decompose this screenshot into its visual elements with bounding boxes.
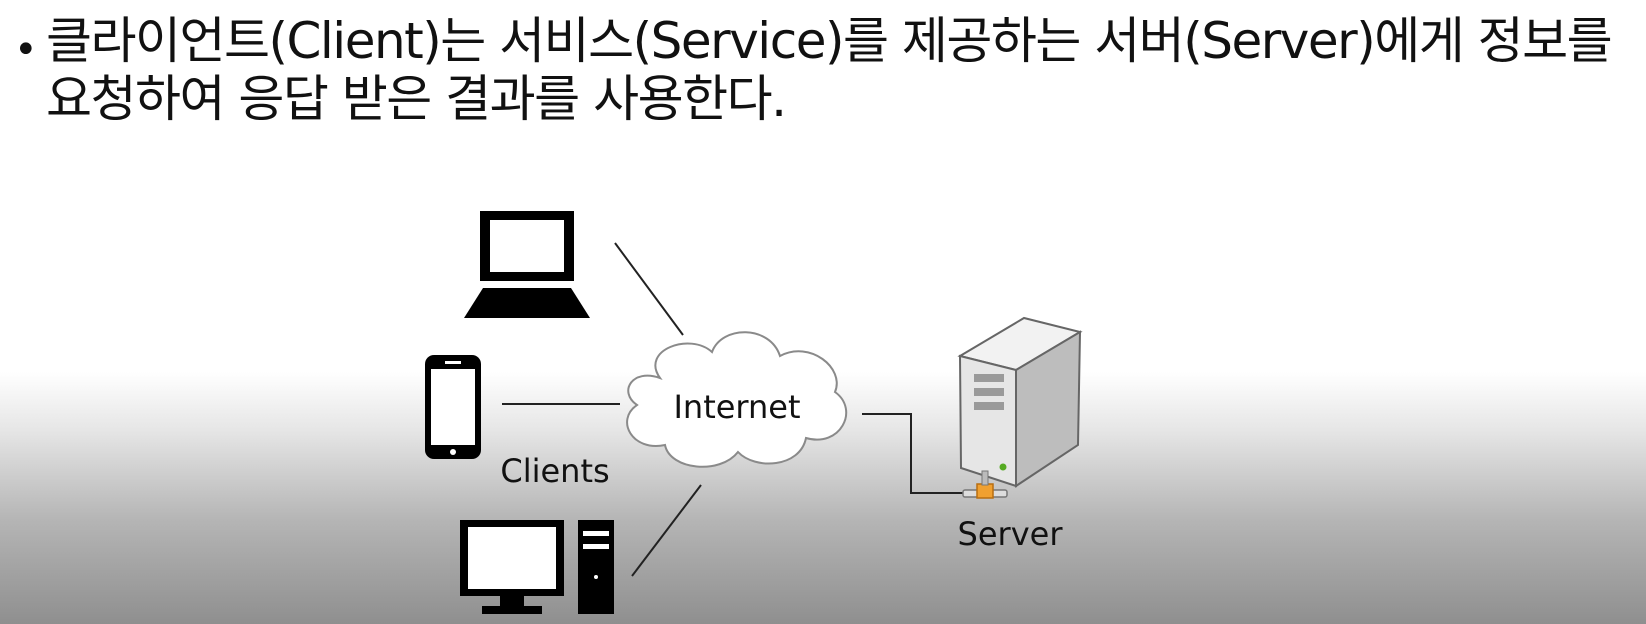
network-connector-icon — [962, 470, 1008, 499]
laptop-icon — [464, 211, 590, 318]
internet-label: Internet — [673, 388, 800, 426]
connection-lines — [502, 242, 965, 577]
laptop-connection-line — [614, 242, 684, 336]
cloud-icon — [626, 331, 848, 468]
smartphone-icon — [425, 355, 481, 459]
clients-label: Clients — [500, 452, 609, 490]
bullet-text: 클라이언트(Client)는 서비스(Service)를 제공하는 서버(Ser… — [46, 12, 1626, 128]
server-connection-line — [862, 413, 965, 494]
desktop-connection-line — [631, 484, 702, 577]
server-status-led — [999, 463, 1007, 471]
server-tower-icon — [957, 316, 1083, 488]
desktop-computer-icon — [460, 520, 614, 614]
bullet-marker: • — [14, 27, 38, 73]
server-label: Server — [958, 515, 1064, 553]
